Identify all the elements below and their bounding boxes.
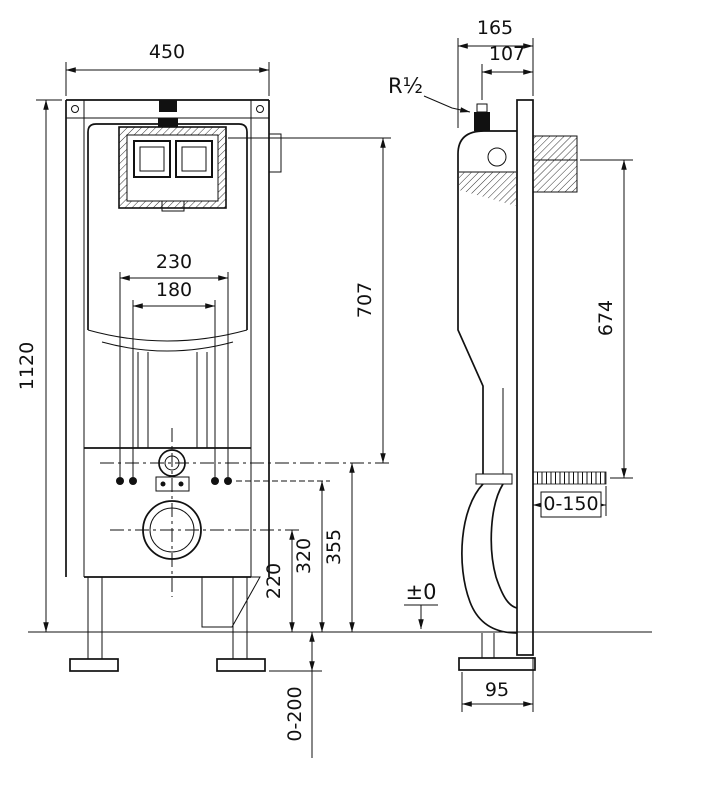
label-water-connection: R½ [388, 74, 423, 98]
dim-rod-height: 320 [293, 538, 315, 574]
wall-anchor-block [532, 135, 578, 193]
center-lines [100, 137, 392, 597]
outlet-chute [201, 576, 261, 628]
dim-frame-width: 450 [149, 41, 185, 63]
dim-flush-height: 355 [323, 529, 345, 565]
water-inlet-valve [474, 112, 490, 131]
frame-screw-hole [256, 105, 264, 113]
dim-top-to-flush: 707 [354, 282, 376, 318]
dim-fixing-spacing-inner: 180 [156, 279, 192, 301]
foot-plate-left [69, 658, 119, 672]
front-dimensions: 450 1120 230 180 707 355 320 220 [16, 41, 386, 758]
outlet-connector [142, 500, 261, 628]
water-level-hatch [459, 172, 516, 206]
front-view: 450 1120 230 180 707 355 320 220 [16, 41, 392, 758]
support-legs [69, 577, 266, 672]
side-bracket-tab [268, 133, 282, 173]
dim-rod-adjust: 0-150 [543, 493, 598, 515]
flush-plate [118, 118, 227, 212]
rod-range-box [540, 491, 602, 518]
flush-bend [461, 473, 518, 634]
threaded-rod [532, 471, 607, 485]
dim-outlet-height: 220 [263, 563, 285, 599]
foot-plate-side [458, 657, 536, 671]
fill-valve-float [487, 147, 507, 167]
dim-frame-depth: 165 [477, 17, 513, 39]
plate-top-tab [158, 118, 178, 127]
label-floor-level: ±0 [406, 580, 437, 604]
dim-leg-adjust: 0-200 [284, 686, 306, 741]
dim-bracket-height: 674 [595, 300, 617, 336]
water-connection-leader [423, 95, 471, 113]
plate-bottom-tab [161, 200, 185, 212]
dim-frame-height: 1120 [16, 342, 38, 390]
dim-valve-depth: 107 [489, 43, 525, 65]
side-view: 165 107 R½ 674 0-150 ±0 95 [388, 17, 633, 712]
fixing-rods [116, 477, 232, 485]
frame-screw-hole [71, 105, 79, 113]
side-dimensions: 165 107 R½ 674 0-150 ±0 95 [388, 17, 633, 712]
side-leg-foot [458, 633, 536, 671]
dim-fixing-spacing-outer: 230 [156, 251, 192, 273]
dim-foot-depth: 95 [485, 679, 509, 701]
foot-plate-right [216, 658, 266, 672]
frame-top-connector [159, 100, 177, 112]
wall-rail [516, 99, 578, 656]
cistern-profile [457, 103, 517, 474]
